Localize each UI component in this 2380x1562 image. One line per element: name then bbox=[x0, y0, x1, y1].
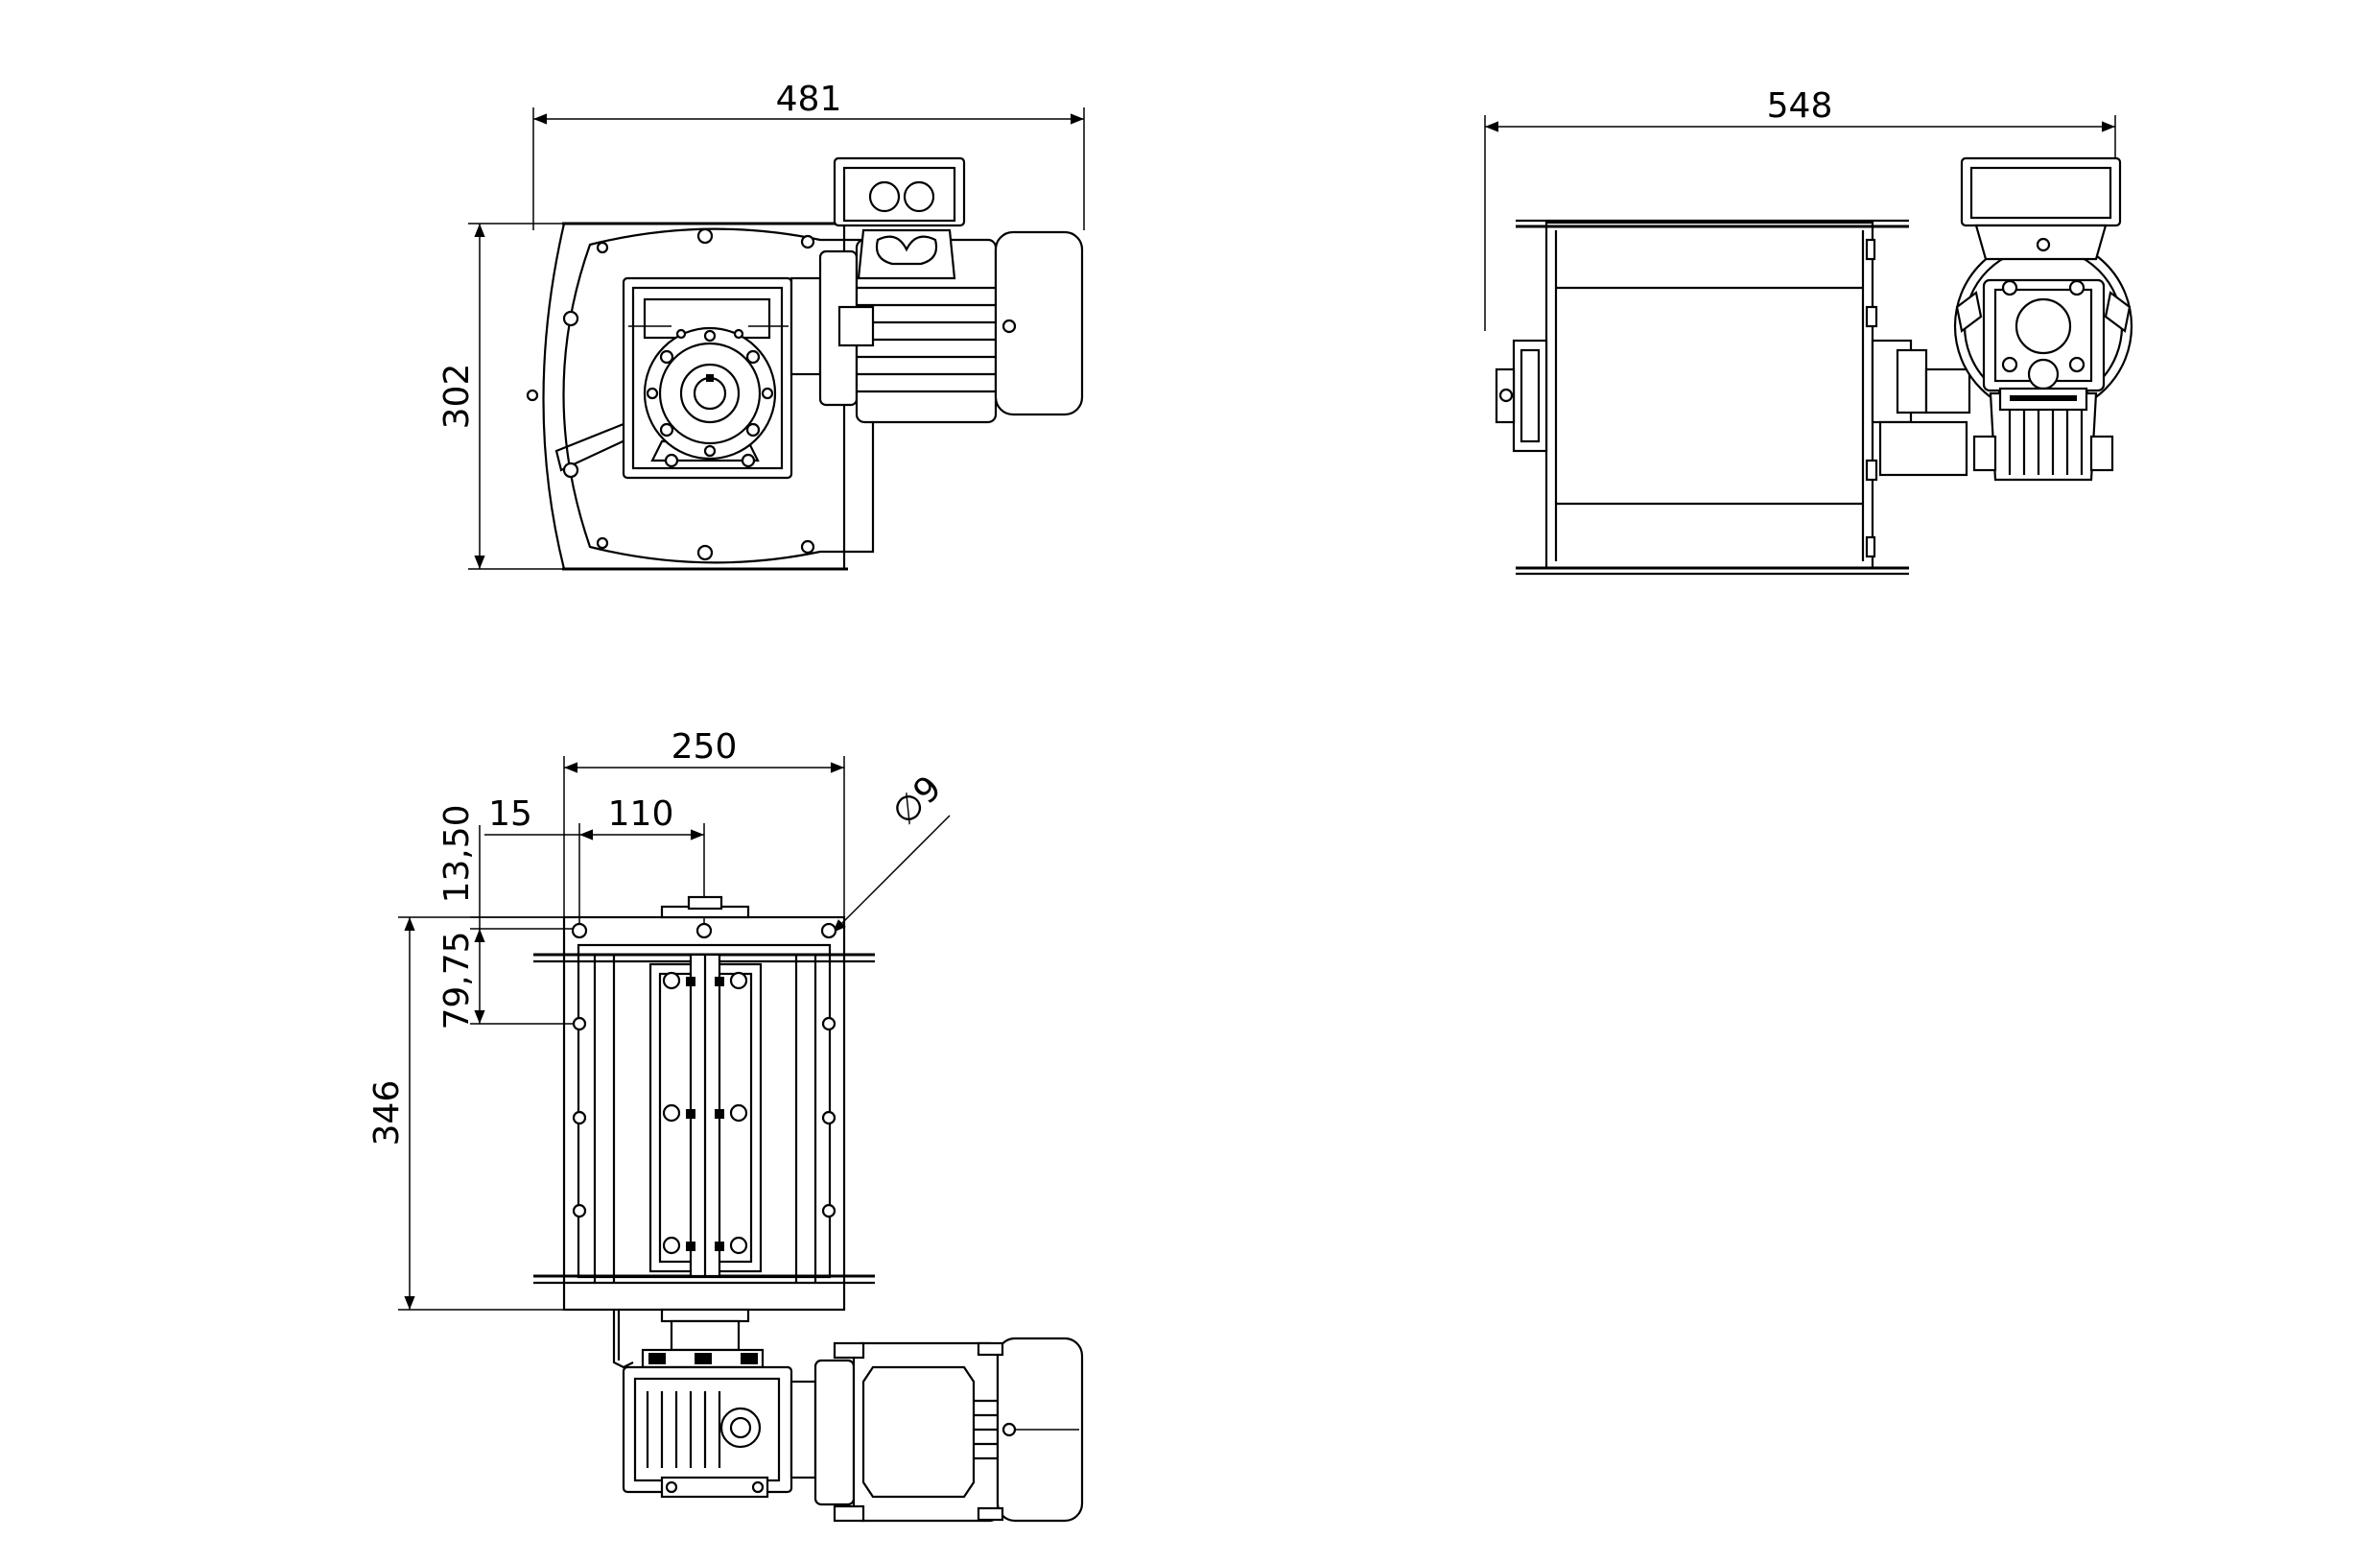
dimension-front-height: 302 bbox=[437, 223, 576, 570]
side-view: 548 bbox=[1484, 86, 2133, 576]
side-left-bearing bbox=[1495, 339, 1548, 453]
front-motor bbox=[789, 156, 1084, 424]
dim-text-110: 110 bbox=[608, 794, 674, 834]
plan-motor bbox=[789, 1337, 1084, 1523]
side-right-coupling bbox=[1871, 339, 1971, 477]
side-gearbox bbox=[1953, 156, 2133, 482]
front-flange-holes bbox=[526, 227, 815, 561]
dimension-plan-width: 250 bbox=[563, 727, 845, 926]
dimension-plan-height: 346 bbox=[367, 916, 566, 1311]
front-view: 481 302 bbox=[437, 80, 1085, 571]
dim-text-548: 548 bbox=[1767, 86, 1833, 126]
plan-rotor bbox=[648, 953, 763, 1278]
dim-text-diameter-9: ∅9 bbox=[884, 769, 949, 833]
dim-text-13-50: 13,50 bbox=[437, 804, 477, 903]
plan-flange-holes bbox=[571, 922, 837, 1219]
front-gearbox bbox=[622, 276, 793, 480]
dimension-front-width: 481 bbox=[532, 80, 1085, 230]
dim-text-346: 346 bbox=[367, 1080, 407, 1147]
dim-text-79-75: 79,75 bbox=[437, 931, 477, 1030]
dimension-plan-vertical-offsets: 13,50 79,75 bbox=[437, 804, 576, 1030]
dim-text-250: 250 bbox=[672, 727, 738, 767]
dim-text-302: 302 bbox=[437, 364, 477, 430]
dim-text-481: 481 bbox=[776, 80, 842, 119]
dim-text-15: 15 bbox=[488, 794, 532, 834]
plan-gearbox bbox=[622, 1365, 793, 1499]
plan-view: 250 15 110 13,50 79,75 346 bbox=[367, 727, 1084, 1523]
dimension-hole-diameter: ∅9 bbox=[832, 769, 951, 934]
dimension-plan-hole-offsets: 15 110 bbox=[484, 794, 705, 926]
